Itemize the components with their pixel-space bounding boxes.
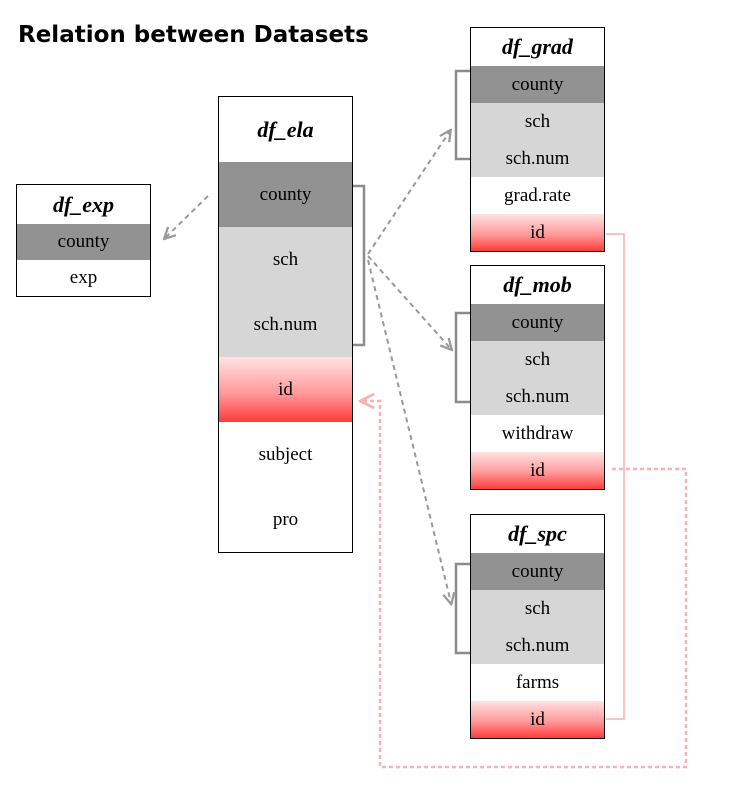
table-df-ela-field-id: id: [219, 357, 352, 422]
table-df-spc-field-sch: sch: [471, 590, 604, 627]
table-df-ela-field-county: county: [219, 162, 352, 227]
table-df-spc-name: df_spc: [508, 521, 567, 546]
table-df-mob-field-sch-num: sch.num: [471, 378, 604, 415]
table-df-grad-field-id: id: [471, 214, 604, 251]
table-df-grad: df_grad county sch sch.num grad.rate id: [470, 27, 605, 252]
table-df-exp: df_exp county exp: [16, 184, 151, 297]
arrow-ela-to-mob: [367, 255, 451, 349]
table-df-grad-field-county: county: [471, 66, 604, 103]
spc-key-bracket: [454, 562, 470, 655]
arrow-ela-to-exp: [165, 195, 209, 238]
table-df-mob-name: df_mob: [503, 272, 572, 297]
table-df-ela: df_ela county sch sch.num id subject pro: [218, 96, 353, 553]
table-df-spc: df_spc county sch sch.num farms id: [470, 514, 605, 739]
table-df-exp-field-county: county: [17, 224, 150, 260]
table-df-spc-field-id: id: [471, 701, 604, 738]
table-df-ela-field-sch-num: sch.num: [219, 292, 352, 357]
ela-key-bracket: [353, 184, 366, 347]
table-df-grad-field-sch: sch: [471, 103, 604, 140]
table-df-grad-name: df_grad: [502, 34, 573, 59]
table-df-exp-field-exp: exp: [17, 260, 150, 296]
table-df-ela-field-sch: sch: [219, 227, 352, 292]
diagram-title: Relation between Datasets: [18, 22, 369, 48]
id-link-bracket: [606, 233, 625, 720]
table-df-exp-name: df_exp: [52, 191, 115, 217]
table-df-mob: df_mob county sch sch.num withdraw id: [470, 265, 605, 490]
mob-key-bracket: [454, 311, 470, 404]
id-link-arrow-to-ela: [362, 401, 688, 769]
arrow-ela-to-spc: [367, 259, 451, 603]
table-df-mob-field-county: county: [471, 304, 604, 341]
table-df-mob-field-sch: sch: [471, 341, 604, 378]
grad-key-bracket: [454, 69, 470, 161]
table-df-spc-field-county: county: [471, 553, 604, 590]
table-df-spc-field-farms: farms: [471, 664, 604, 701]
table-df-spc-field-sch-num: sch.num: [471, 627, 604, 664]
table-df-grad-field-sch-num: sch.num: [471, 140, 604, 177]
table-df-grad-field-grad-rate: grad.rate: [471, 177, 604, 214]
table-df-mob-field-id: id: [471, 452, 604, 489]
table-df-mob-field-withdraw: withdraw: [471, 415, 604, 452]
table-df-ela-field-pro: pro: [219, 487, 352, 552]
table-df-ela-name: df_ela: [257, 116, 314, 142]
arrow-ela-to-grad: [367, 131, 450, 255]
table-df-ela-field-subject: subject: [219, 422, 352, 487]
